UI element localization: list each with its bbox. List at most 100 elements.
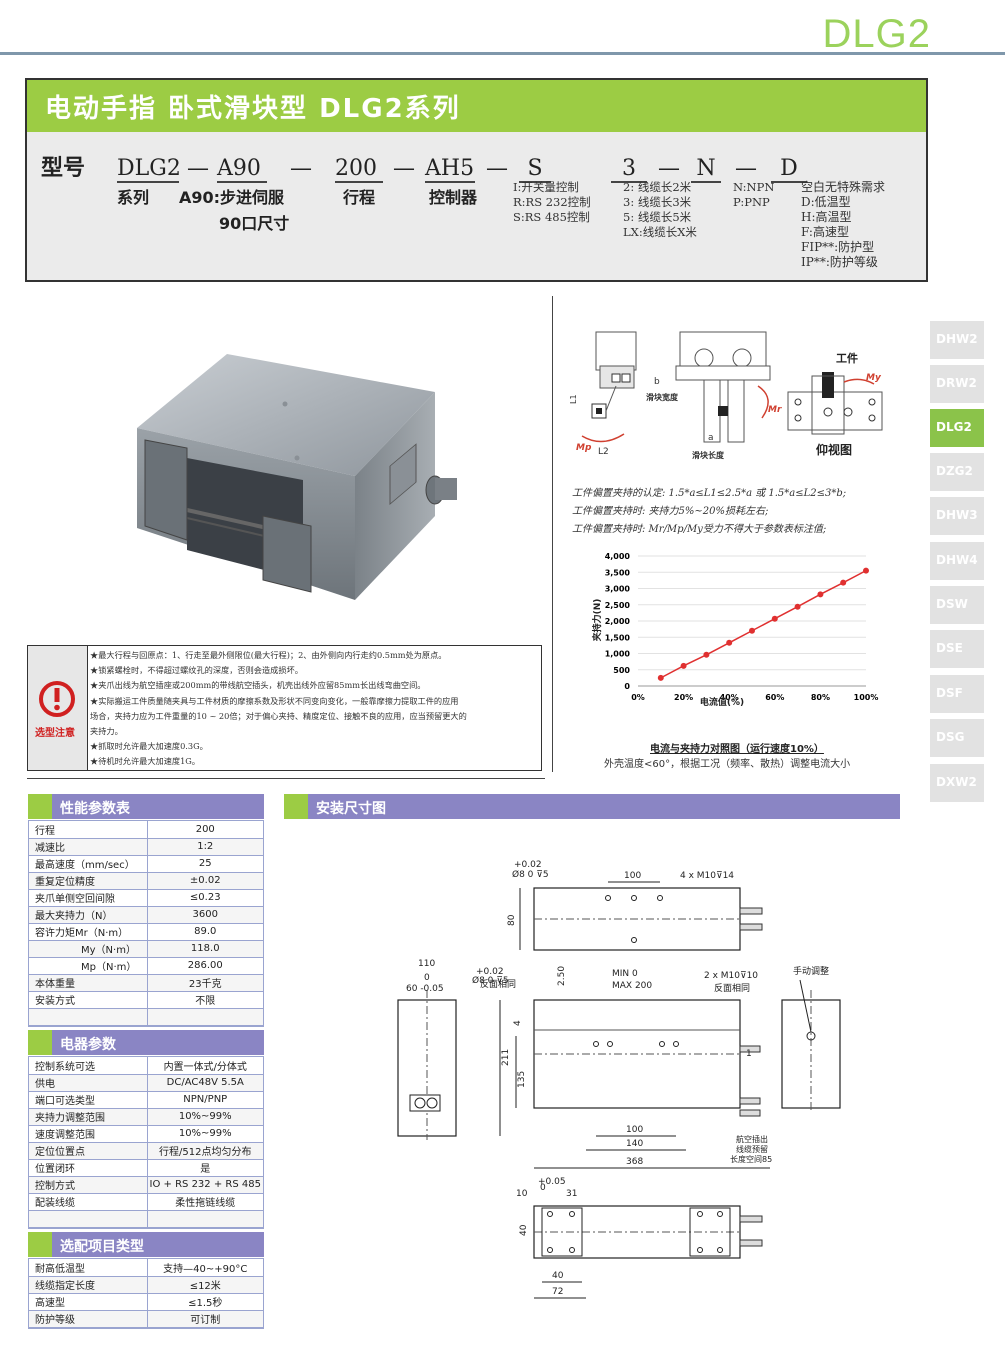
param-value: NPN/PNP [146,1091,263,1109]
model-sep: — [735,156,757,181]
param-name [29,1008,147,1026]
param-name: 线缆指定长度 [29,1276,147,1294]
header-rule [0,52,1005,55]
chart-series-line [660,569,867,679]
table-row: 夹爪单侧空回间隙≤0.23 [29,889,263,907]
param-value: 行程/512点均匀分布 [146,1142,263,1160]
table-row [29,1008,263,1026]
notice-line: ★实际搬运工件质量随夹具与工件材质的摩擦系数及形状不同变向变化，一般靠摩擦力提取… [90,695,459,706]
param-value: ≤12米 [146,1276,263,1294]
label-series: 系列 [117,188,150,207]
param-name: 夹持力调整范围 [29,1108,147,1126]
model-code-series: DLG2 [117,156,181,183]
table-row: 高速型≤1.5秒 [29,1293,263,1311]
table-row: My（N·m）118.0 [29,940,263,958]
tab-drw2[interactable]: DRW2 [930,365,984,403]
chart-point [680,662,687,669]
warning-icon [39,681,75,717]
notice-line: ★锁紧螺栓时，不得超过螺纹孔的深度，否则会造成损坏。 [90,665,303,676]
param-value: 柔性拖链线缆 [146,1193,263,1211]
section-rule [27,778,545,779]
dim-135: 135 [517,1071,527,1088]
tab-dhw2[interactable]: DHW2 [930,321,984,359]
param-name: 控制系统可选 [29,1057,147,1075]
tab-dhw4[interactable]: DHW4 [930,542,984,580]
tab-dxw2[interactable]: DXW2 [930,764,984,802]
table-row [29,1210,263,1228]
model-prefix: 型号 [41,156,86,181]
param-name: 控制方式 [29,1176,147,1194]
dim-same1: 反面相同 [480,978,516,990]
elec-title: 电器参数 [60,1037,116,1053]
dim-72: 72 [552,1287,563,1297]
tab-dhw3[interactable]: DHW3 [930,497,984,535]
param-name: 行程 [29,821,147,839]
dim-d1-tol: +0.02 [514,860,542,870]
label-my: My [866,373,882,383]
dim-d2: Ø8 0 ⊽5 [472,975,509,986]
dim-80: 80 [507,914,517,926]
tab-dsw[interactable]: DSW [930,586,984,624]
offset-note: 工件偏置夹持的认定: 1.5*a≤L1≤2.5*a 或 1.5*a≤L2≤3*b… [572,488,847,499]
dim-cable-3: 长度空间85 [730,1154,772,1164]
param-value: 10%~99% [146,1108,263,1126]
label-mr: Mr [768,405,782,415]
special-opt: IP**:防护等级 [801,255,878,269]
notice-line: ★抓取时允许最大加速度0.3G。 [90,741,208,752]
param-name: 位置闭环 [29,1159,147,1177]
param-value: 10%~99% [146,1125,263,1143]
tab-dsg[interactable]: DSG [930,719,984,757]
special-opt: F:高速型 [801,225,849,239]
notice-label: 选型注意 [35,728,75,739]
table-row: 容许力矩Mr（N·m）89.0 [29,923,263,941]
dim-same2: 反面相同 [714,982,750,994]
tab-dlg2[interactable]: DLG2 [930,409,984,447]
cable-opt: 3: 线缆长3米 [623,195,692,209]
param-name: 端口可选类型 [29,1091,147,1109]
install-dimension-drawing: +0.02 Ø8 0 ⊽5 100 4 x M10⊽14 80 110 0 60… [397,860,841,1299]
param-name: 最高速度（mm/sec） [29,855,147,873]
label-l2: L2 [598,447,609,457]
model-sep: — [393,156,415,181]
param-value: 25 [146,855,263,873]
dim-100a: 100 [624,871,641,881]
dim-manual: 手动调整 [793,965,829,977]
tab-dsf[interactable]: DSF [930,675,984,713]
param-name: 容许力矩Mr（N·m） [29,923,147,941]
control-opt: I:开关量控制 [513,180,579,194]
io-options: N:NPN P:PNP [733,180,774,210]
special-opt: D:低温型 [801,195,851,209]
label-motor-size: 90口尺寸 [219,214,290,233]
tab-dse[interactable]: DSE [930,630,984,668]
dim-cable-2: 线缆预留 [736,1144,768,1154]
chart-subcaption: 外壳温度<60°，根据工况（频率、散热）调整电流大小 [604,759,851,770]
chart-point [771,615,778,622]
model-sep: — [290,156,312,181]
tab-dzg2[interactable]: DZG2 [930,453,984,491]
chart-point [749,627,755,634]
dim-1: 1 [746,1049,752,1059]
param-value: 支持—40~+90°C [146,1259,263,1277]
install-title: 安装尺寸图 [316,801,386,817]
notice-line: ★待机时允许最大加速度1G。 [90,756,200,767]
model-code-control: S [519,156,551,183]
chart-point [863,567,869,574]
param-name: Mp（N·m） [29,957,147,975]
table-row: 线缆指定长度≤12米 [29,1276,263,1294]
chart-y-tick: 2,000 [605,617,631,626]
special-opt: 空白无特殊需求 [801,180,886,194]
param-name [29,1210,147,1228]
param-value: 不限 [146,991,263,1009]
chart-point [840,579,847,586]
dim-0: 0 [540,1183,546,1193]
dim-100b: 100 [626,1125,643,1135]
chart-y-tick: 2,500 [605,601,631,610]
product-photo [137,354,457,600]
param-name: My（N·m） [29,940,147,958]
param-value: 1:2 [146,838,263,856]
